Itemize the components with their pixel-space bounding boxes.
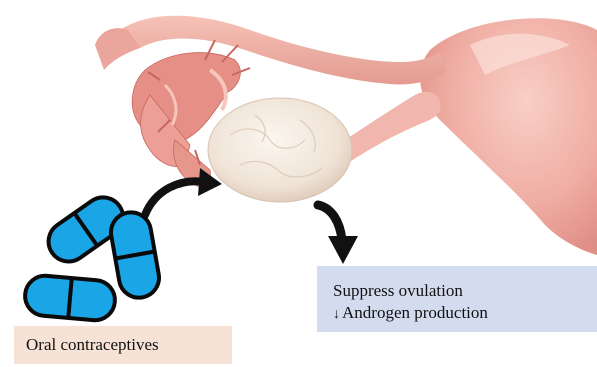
effect-suppress-ovulation: Suppress ovulation: [333, 280, 597, 302]
arrow-to-effects: [318, 205, 358, 264]
effect-androgen-production: Androgen production: [342, 303, 488, 322]
pill-2: [108, 209, 162, 301]
down-arrow-icon: ↓: [333, 307, 340, 322]
pill-capsules: [23, 190, 162, 322]
pill-3: [23, 274, 116, 322]
treatment-label-box: Oral contraceptives: [14, 326, 232, 364]
effect-androgen-line: ↓Androgen production: [333, 302, 597, 326]
treatment-label: Oral contraceptives: [26, 335, 159, 354]
effects-label-box: Suppress ovulation ↓Androgen production: [317, 266, 597, 332]
ovary: [208, 98, 352, 202]
